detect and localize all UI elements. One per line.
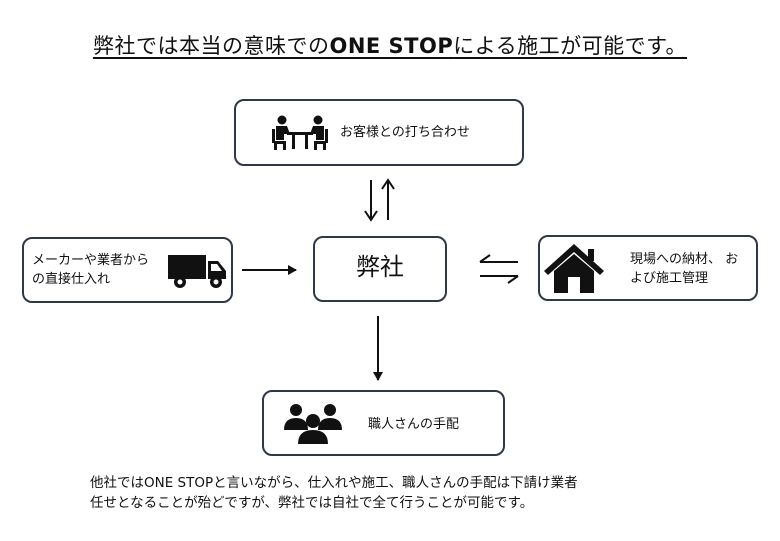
delivery-truck-icon [168,255,226,288]
company-label: 弊社 [356,253,404,281]
footer-line2: 任せとなることが殆どですが、弊社では自社で全て行うことが可能です。 [90,495,534,511]
company-site-arrow [479,254,519,284]
meeting-company-arrow [364,178,395,222]
site-box: 現場への納材、 および施工管理 [538,235,758,301]
maker-label: メーカーや業者から の直接仕入れ [32,253,150,287]
site-label: 現場への納材、 および施工管理 [630,252,739,286]
footer-text: 他社ではONE STOPと言いながら、仕入れや施工、職人さんの手配は下請け業者 … [90,473,750,513]
people-group-icon [284,404,342,444]
maker-box: メーカーや業者から の直接仕入れ [22,237,233,303]
house-icon [544,244,604,293]
title-suffix: による施工が可能です。 [453,34,688,58]
crafts-label: 職人さんの手配 [368,417,460,432]
company-box: 弊社 [313,236,447,302]
footer-line1: 他社ではONE STOPと言いながら、仕入れや施工、職人さんの手配は下請け業者 [90,475,578,491]
title-bold: ONE STOP [329,34,454,58]
page-title: 弊社では本当の意味でのONE STOPによる施工が可能です。 [0,30,780,60]
title-prefix: 弊社では本当の意味での [92,34,330,58]
meeting-box: お客様との打ち合わせ [234,99,524,166]
meeting-table-icon [272,115,328,150]
meeting-label: お客様との打ち合わせ [340,125,470,140]
crafts-box: 職人さんの手配 [262,390,505,456]
